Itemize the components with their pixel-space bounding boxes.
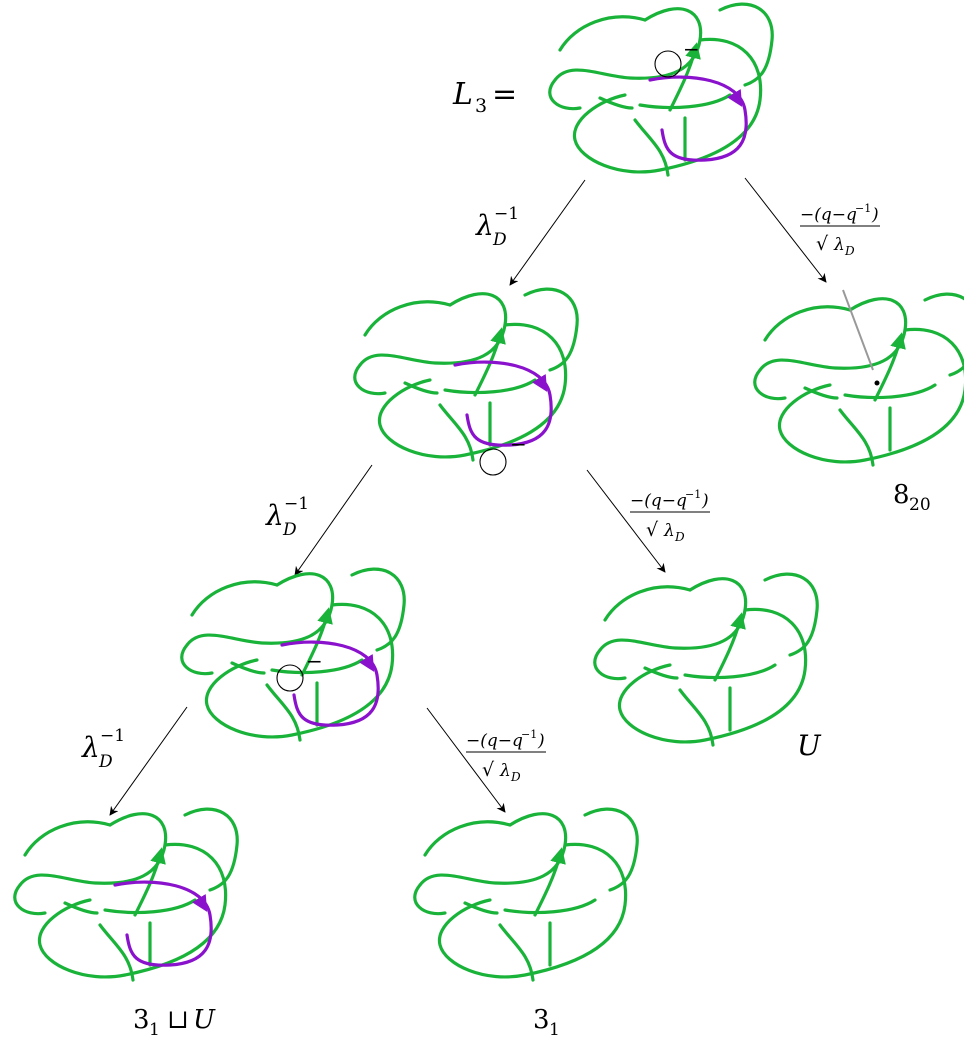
svg-text:λ: λ [81,731,100,764]
root-knot-L3: − [550,4,772,175]
svg-text:D: D [98,752,113,772]
edge-l1-right [586,469,666,573]
svg-text:): ) [871,205,879,225]
svg-text:D: D [674,530,685,544]
svg-text:1: 1 [149,1020,160,1040]
svg-text:λ: λ [499,761,511,781]
lambda-label-2: λ −1 D [265,494,309,540]
svg-text:): ) [701,491,709,511]
knot-8-20 [755,289,964,465]
fraction-label-3: −(q−q −1 ) √ λ D [466,728,546,784]
edge-l2-right [426,707,506,813]
root-label-L: L [452,77,473,112]
svg-text:3: 3 [533,1005,550,1035]
svg-text:20: 20 [909,495,931,515]
knot-level1: − [355,289,577,476]
svg-text:): ) [537,731,545,751]
lambda-label-1: λ −1 D [475,204,519,250]
fraction-label-2: −(q−q −1 ) √ λ D [630,488,710,544]
crossing-sign: − [306,649,323,673]
knot-U [595,574,817,745]
label-U: U [797,729,822,762]
svg-text:3: 3 [133,1005,150,1035]
svg-text:−(q−q: −(q−q [800,205,857,225]
svg-text:−1: −1 [284,494,309,514]
svg-text:−1: −1 [100,726,125,746]
svg-text:√: √ [816,233,829,255]
crossing-circle [479,448,507,476]
label-31: 3 1 [533,1005,560,1040]
svg-text:⊔: ⊔ [167,1005,189,1035]
svg-text:−1: −1 [521,728,537,741]
crossing-circle [654,50,682,78]
gray-segment [842,289,874,371]
edge-root-right [744,177,827,283]
root-label-eq: = [492,77,517,112]
root-label-sub: 3 [475,95,487,117]
label-8-20: 8 20 [893,480,931,515]
crossing-circle [276,664,304,692]
knot-31-union-U [15,809,237,980]
svg-text:D: D [282,520,297,540]
svg-text:−1: −1 [685,488,701,501]
lambda-label-3: λ −1 D [81,726,125,772]
svg-text:D: D [492,230,507,250]
svg-text:−1: −1 [494,204,519,224]
svg-text:−(q−q: −(q−q [466,731,523,751]
svg-text:√: √ [482,759,495,781]
svg-text:λ: λ [265,499,284,532]
svg-text:U: U [193,1005,216,1035]
crossing-sign: − [683,37,700,61]
crossing-sign: − [510,432,527,456]
dot-marker [874,380,880,386]
svg-text:D: D [844,244,855,258]
svg-text:−1: −1 [855,202,871,215]
fraction-label-1: −(q−q −1 ) √ λ D [800,202,880,258]
svg-text:λ: λ [475,209,494,242]
root-label: L 3 = [452,77,517,117]
knot-31 [415,809,637,980]
svg-text:−(q−q: −(q−q [630,491,687,511]
svg-text:8: 8 [893,480,910,510]
svg-text:λ: λ [833,235,845,255]
svg-text:1: 1 [549,1020,560,1040]
svg-text:λ: λ [663,521,675,541]
knot-level2: − [182,569,404,740]
label-31-union-U: 3 1 ⊔ U [133,1005,216,1040]
svg-text:D: D [510,770,521,784]
edge-root-left [509,179,586,286]
edge-l1-left [294,464,373,576]
edge-l2-left [109,706,188,816]
svg-text:√: √ [646,519,659,541]
